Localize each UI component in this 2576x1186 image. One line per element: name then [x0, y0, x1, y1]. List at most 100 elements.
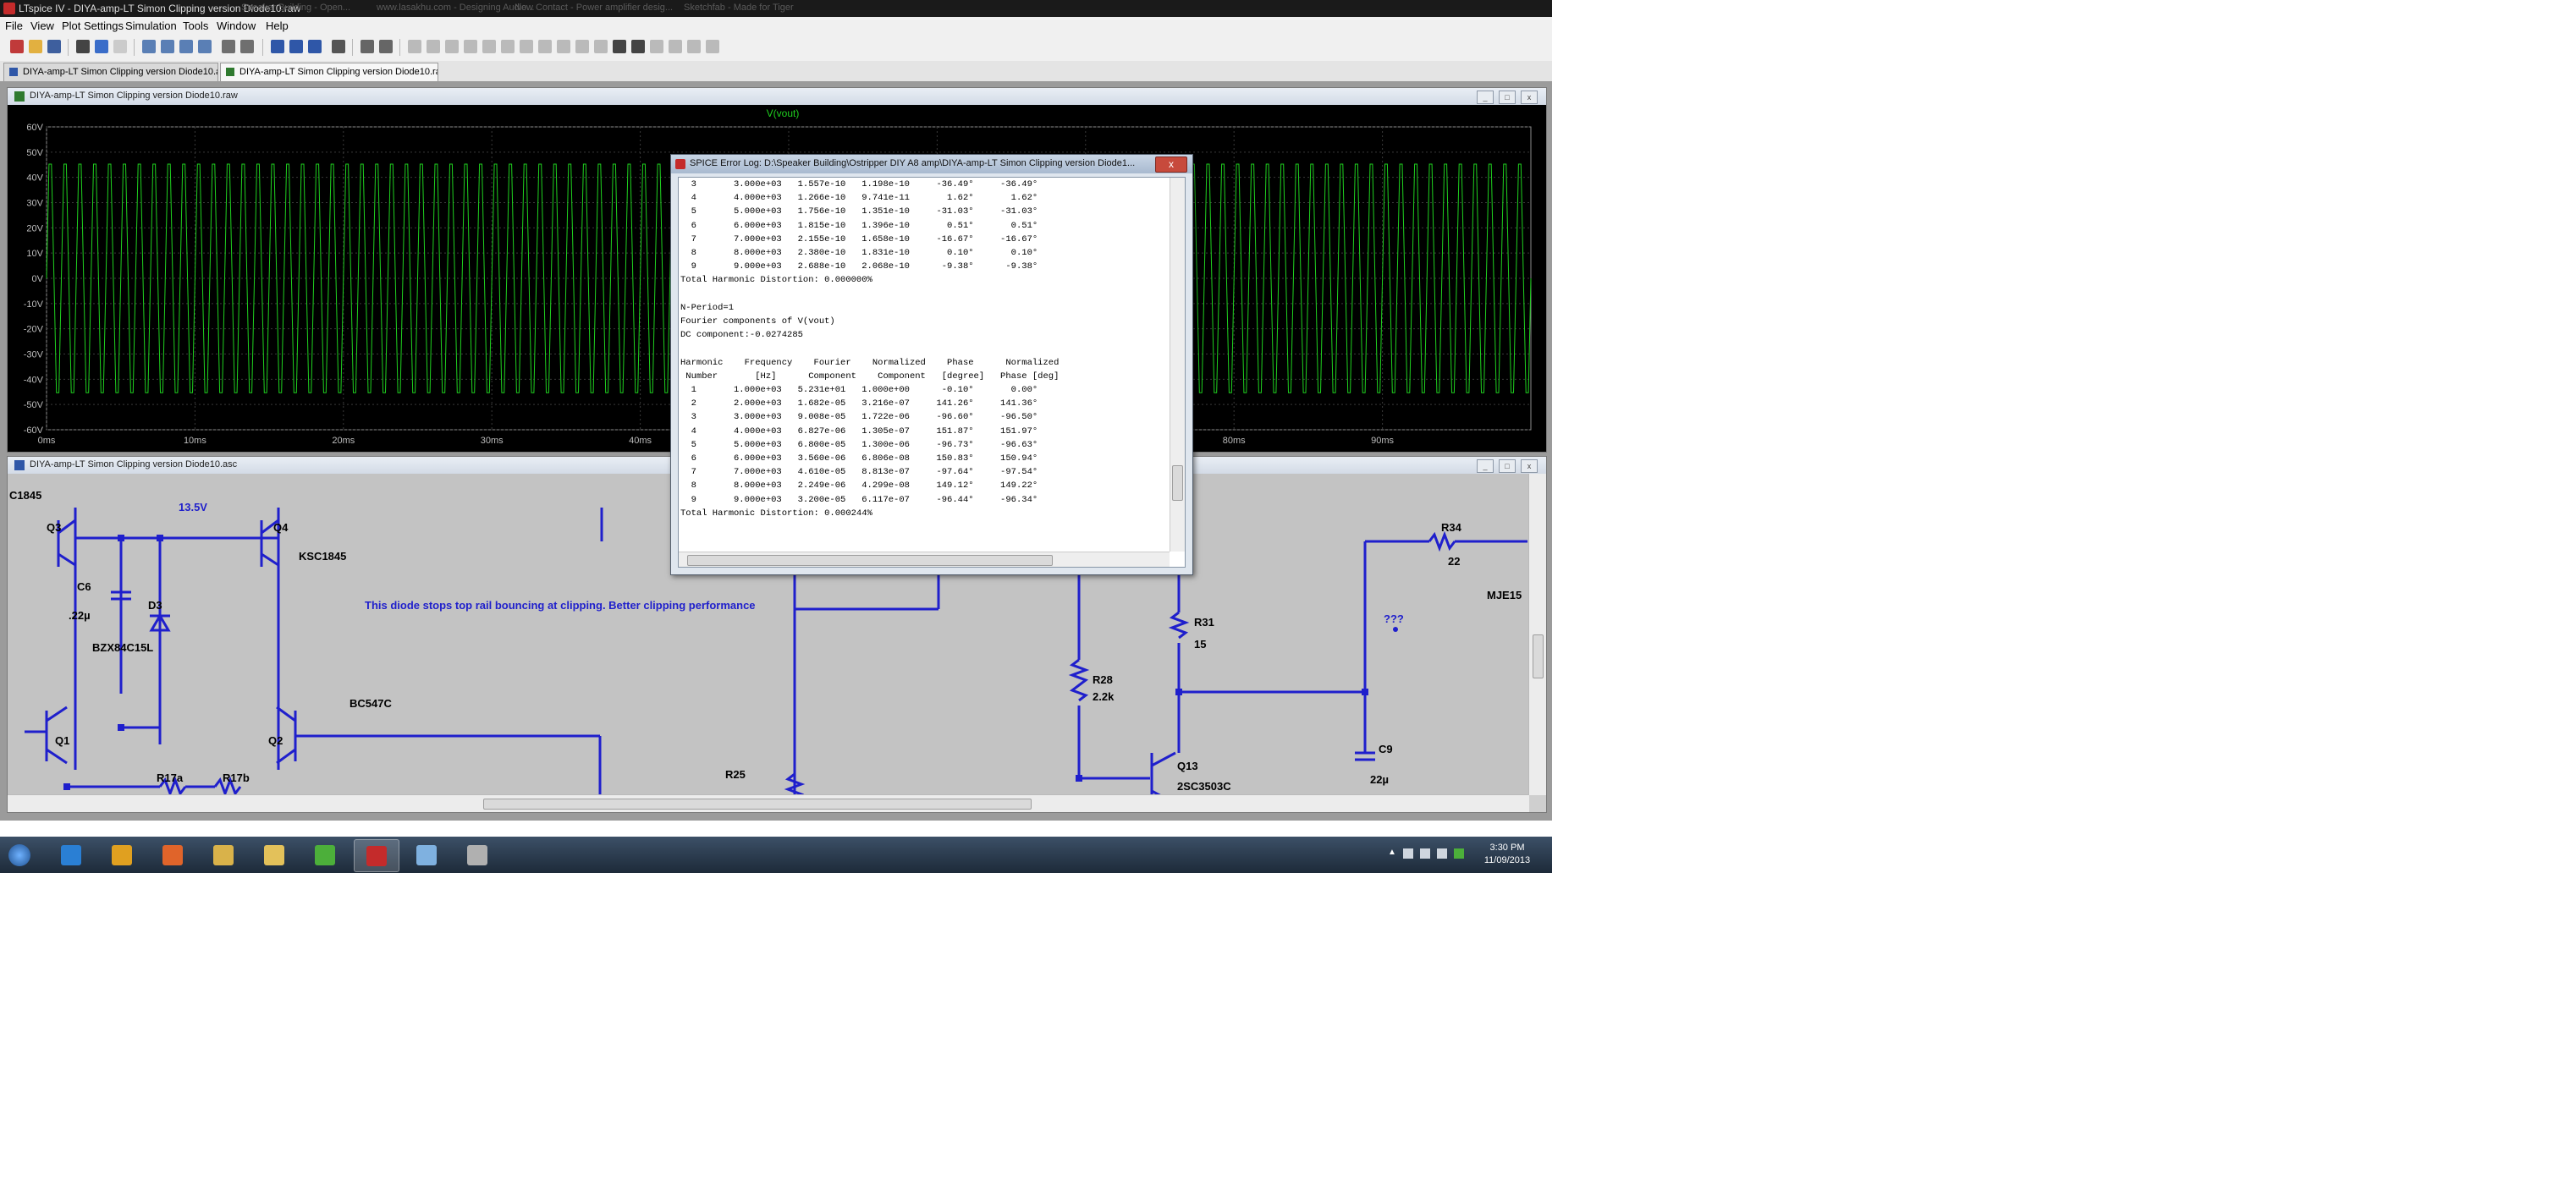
log-horizontal-scrollbar[interactable] [679, 552, 1170, 567]
zoom-out-icon[interactable] [161, 40, 174, 53]
grid-icon[interactable] [240, 40, 254, 53]
close-button[interactable]: x [1521, 459, 1538, 473]
autoscale-icon[interactable] [222, 40, 235, 53]
label-q2: Q2 [268, 734, 283, 747]
text-icon[interactable] [687, 40, 701, 53]
component-icon[interactable] [557, 40, 570, 53]
zoom-fit-icon[interactable] [179, 40, 193, 53]
inductor-icon[interactable] [520, 40, 533, 53]
taskbar-button-notepad[interactable] [405, 839, 449, 870]
menu-file[interactable]: File [5, 19, 23, 32]
schematic-horizontal-scrollbar[interactable] [8, 794, 1529, 812]
tile-vertical-icon[interactable] [289, 40, 303, 53]
capacitor-icon[interactable] [501, 40, 515, 53]
menu-plot-settings[interactable]: Plot Settings [62, 19, 124, 32]
menu-window[interactable]: Window [217, 19, 256, 32]
folder-icon [264, 845, 284, 865]
spice-error-log-dialog[interactable]: SPICE Error Log: D:\Speaker Building\Ost… [670, 154, 1193, 575]
y-tick-label: -40V [24, 375, 44, 385]
binoculars-icon[interactable] [332, 40, 345, 53]
control-panel-icon[interactable] [76, 40, 90, 53]
zoom-in-icon[interactable] [142, 40, 156, 53]
move-icon[interactable] [575, 40, 589, 53]
error-log-titlebar[interactable]: SPICE Error Log: D:\Speaker Building\Ost… [671, 155, 1192, 173]
tile-horizontal-icon[interactable] [271, 40, 284, 53]
tray-app-icon[interactable] [1454, 848, 1464, 859]
taskbar-button-media-player[interactable] [100, 839, 144, 870]
wire-icon[interactable] [427, 40, 440, 53]
schematic-window-title: DIYA-amp-LT Simon Clipping version Diode… [30, 459, 238, 469]
volume-icon[interactable] [1437, 848, 1447, 859]
log-scroll-thumb[interactable] [1172, 465, 1183, 501]
background-task-2: www.lasakhu.com - Designing Audio... [377, 3, 535, 13]
menu-help[interactable]: Help [266, 19, 289, 32]
label-unknown: ??? [1384, 612, 1404, 625]
undo-icon[interactable] [613, 40, 626, 53]
resistor-icon[interactable] [482, 40, 496, 53]
halt-icon[interactable] [113, 40, 127, 53]
waveform-window-titlebar[interactable]: DIYA-amp-LT Simon Clipping version Diode… [8, 88, 1546, 106]
taskbar-button-app[interactable] [455, 839, 499, 870]
pencil-icon[interactable] [408, 40, 421, 53]
notepad-icon [416, 845, 437, 865]
spice-directive-icon[interactable] [706, 40, 719, 53]
taskbar-button-utorrent[interactable] [303, 839, 347, 870]
horizontal-scroll-thumb[interactable] [483, 799, 1032, 810]
redo-icon[interactable] [631, 40, 645, 53]
label-r34: R34 [1441, 521, 1461, 534]
taskbar-button-ltspice[interactable] [354, 839, 399, 872]
new-schematic-icon[interactable] [10, 40, 24, 53]
rotate-icon[interactable] [650, 40, 663, 53]
taskbar-button-firefox[interactable] [151, 839, 195, 870]
mirror-icon[interactable] [669, 40, 682, 53]
minimize-button[interactable]: _ [1477, 459, 1494, 473]
close-button[interactable]: x [1155, 156, 1187, 173]
y-tick-label: -60V [24, 426, 44, 436]
ie-icon [61, 845, 81, 865]
clock-date[interactable]: 11/09/2013 [1483, 855, 1531, 865]
vertical-scroll-thumb[interactable] [1533, 634, 1544, 678]
menu-bar: File View Plot Settings Simulation Tools… [0, 17, 1552, 35]
y-tick-label: 40V [26, 173, 43, 184]
maximize-button[interactable]: □ [1499, 459, 1516, 473]
schematic-icon [14, 460, 25, 470]
tray-expand-icon[interactable]: ▲ [1388, 848, 1396, 857]
taskbar-button-folder[interactable] [252, 839, 296, 870]
print-icon[interactable] [379, 40, 393, 53]
label-q1: Q1 [55, 734, 70, 747]
open-icon[interactable] [29, 40, 42, 53]
flag-icon[interactable] [1403, 848, 1413, 859]
x-tick-label: 10ms [184, 436, 206, 446]
schematic-vertical-scrollbar[interactable] [1528, 474, 1546, 795]
save-icon[interactable] [47, 40, 61, 53]
minimize-button[interactable]: _ [1477, 91, 1494, 104]
diode-icon[interactable] [538, 40, 552, 53]
tab-waveform[interactable]: DIYA-amp-LT Simon Clipping version Diode… [220, 63, 438, 81]
print-preview-icon[interactable] [361, 40, 374, 53]
label-icon[interactable] [464, 40, 477, 53]
cascade-icon[interactable] [308, 40, 322, 53]
menu-tools[interactable]: Tools [183, 19, 209, 32]
taskbar-button-ie[interactable] [49, 839, 93, 870]
zoom-full-icon[interactable] [198, 40, 212, 53]
menu-view[interactable]: View [30, 19, 54, 32]
label-c6: C6 [77, 580, 91, 593]
taskbar-button-explorer[interactable] [201, 839, 245, 870]
network-icon[interactable] [1420, 848, 1430, 859]
label-rail-voltage: 13.5V [179, 501, 207, 513]
y-tick-label: 50V [26, 148, 43, 158]
log-h-scroll-thumb[interactable] [687, 555, 1053, 566]
maximize-button[interactable]: □ [1499, 91, 1516, 104]
run-icon[interactable] [95, 40, 108, 53]
log-vertical-scrollbar[interactable] [1170, 178, 1185, 552]
close-button[interactable]: x [1521, 91, 1538, 104]
clock-time[interactable]: 3:30 PM [1489, 843, 1525, 853]
toolbar [0, 34, 1552, 62]
tab-label: DIYA-amp-LT Simon Clipping version Diode… [23, 67, 218, 77]
error-log-body[interactable]: 3 3.000e+03 1.557e-10 1.198e-10 -36.49° … [678, 177, 1186, 568]
menu-simulation[interactable]: Simulation [125, 19, 177, 32]
tab-schematic[interactable]: DIYA-amp-LT Simon Clipping version Diode… [3, 63, 218, 81]
start-button[interactable] [0, 839, 39, 870]
drag-icon[interactable] [594, 40, 608, 53]
ground-icon[interactable] [445, 40, 459, 53]
